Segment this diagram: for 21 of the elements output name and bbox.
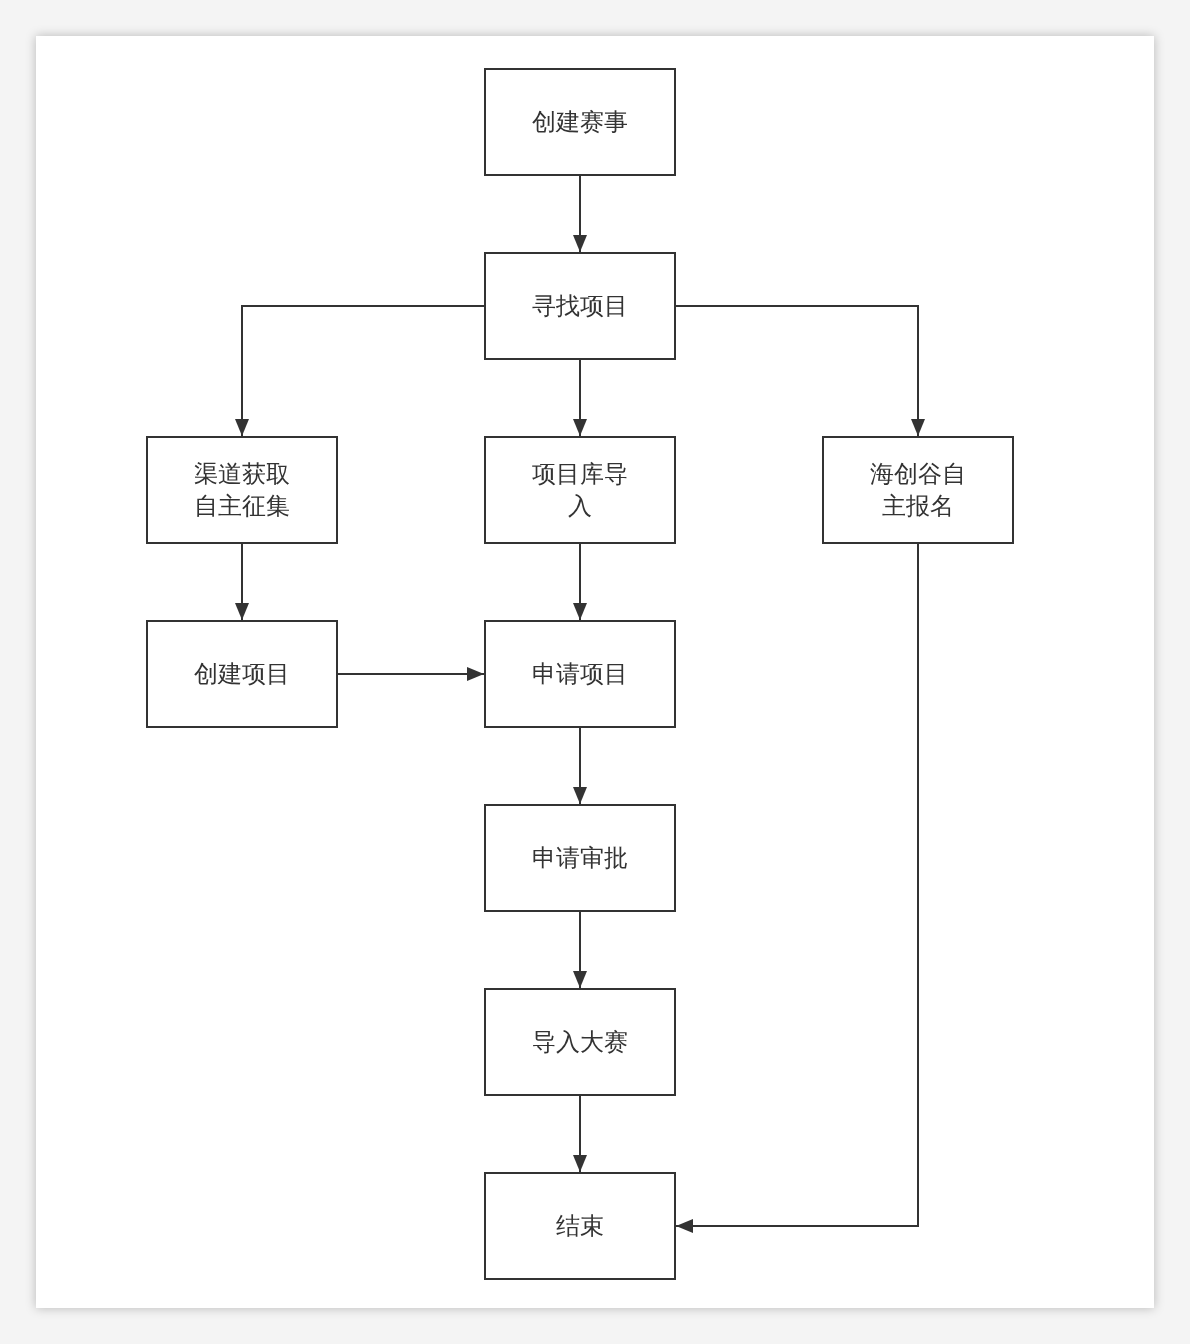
- arrow: [573, 543, 587, 621]
- arrow: [675, 543, 919, 1233]
- process-box: 创建项目: [146, 620, 338, 728]
- arrow: [573, 359, 587, 437]
- arrow: [573, 175, 587, 253]
- process-box: 项目库导入: [484, 436, 676, 544]
- process-box: 申请审批: [484, 804, 676, 912]
- process-box: 申请项目: [484, 620, 676, 728]
- arrow: [235, 543, 249, 621]
- arrow: [573, 911, 587, 989]
- process-box: 海创谷自主报名: [822, 436, 1014, 544]
- process-box: 结束: [484, 1172, 676, 1280]
- arrow: [337, 667, 485, 681]
- process-box: 寻找项目: [484, 252, 676, 360]
- process-box: 导入大赛: [484, 988, 676, 1096]
- arrow: [573, 727, 587, 805]
- arrow: [235, 305, 485, 437]
- process-box: 创建赛事: [484, 68, 676, 176]
- arrow: [675, 305, 925, 437]
- arrow: [573, 1095, 587, 1173]
- process-box: 渠道获取自主征集: [146, 436, 338, 544]
